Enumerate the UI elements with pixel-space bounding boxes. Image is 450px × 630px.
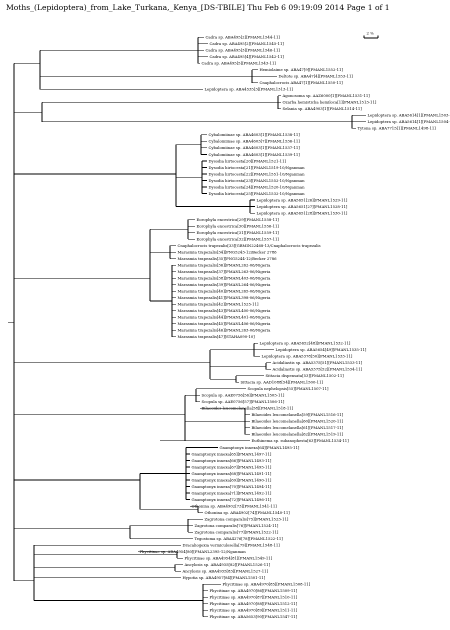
tip-label: Bilaeoides leucomelanella[59][PMANL1516-… [252, 412, 344, 417]
tip-label: Cadra sp. ABA495[2][PMANL1545-11] [210, 41, 285, 46]
tip-label: Gnamptonyx innexa[68][PMANL1491-11] [192, 471, 272, 476]
tip-label: Deltote sp. ABA47[4][PMANL1553-11] [279, 74, 354, 79]
tip-label: Dysodia hirtocesta[20][PMANL1521-11] [209, 158, 287, 163]
tip-label: Hypotia sp. ABA4957[84][PMANL1501-11] [183, 575, 266, 580]
tip-label: Acidaliastis sp. ABA5375[52][PMANL1534-1… [272, 367, 363, 372]
tip-label: Dysodia hirtocesta[25][PMANL1532-10/Ngan… [209, 191, 306, 196]
tip-label: Cadra sp. ABA495[3][PMANL1546-11] [206, 48, 281, 53]
page-header: Moths_(Lepidoptera)_from_Lake_Turkana,_K… [6, 3, 390, 12]
tip-label: Bilaeoides leucomelanella[58][PMANL1518-… [202, 406, 294, 411]
tip-label: Marasmia trapezalis[37][PMANL263-06/Nige… [178, 269, 272, 274]
tip-label: Tytona sp. ABA7715[1][PMANL1498-11] [358, 126, 437, 131]
tip-label: Gnamptonyx innexa[64][PMANL1495-11] [220, 445, 300, 450]
tip-label: Gnamptonyx innexa[69][PMANL1490-11] [192, 477, 272, 482]
tree-branches [8, 36, 366, 618]
tip-label: Eorophyla encestrica[29][PMANL1558-11] [197, 217, 280, 222]
tip-label: Lepidoptera sp. ABA5651[27][PMANL1528-11… [257, 204, 348, 209]
tip-label: Lepidoptera sp. ABA5654[49][PMANL1535-11… [276, 347, 367, 352]
tip-label: Zagrotona comparalis[76][PMANL1524-11] [195, 523, 279, 528]
tip-label: Phycitinae sp. ABA5653[90][PMANL1547-11] [210, 614, 298, 619]
tip-label: Phycitinae sp. ABA4970[89][PMANL1511-11] [210, 608, 298, 613]
tip-label: Eorophyla encestrica[31][PMANL1559-11] [197, 230, 280, 235]
tip-label: Marasmia trapezalis[47][STAHA090-10] [178, 334, 256, 339]
tip-label: Cybalomiinae sp. ABA4603[7][PMANL1536-11… [209, 139, 301, 144]
tip-label: Phycitinae sp. ABA4970[85][PMANL1508-11] [223, 581, 311, 586]
tip-label: Lepidoptera sp. ABA5378[50][PMANL1533-11… [262, 354, 353, 359]
tip-label: Euthinema sp. subanophesta[63][PMANL1534… [252, 438, 350, 443]
tip-label: Gnamptonyx innexa[67][PMANL1495-11] [192, 464, 272, 469]
scale-bar-label: 2 % [367, 31, 375, 36]
tip-label: Cadra sp. ABA495[5][PMANL1543-11] [202, 61, 277, 66]
tip-label: Zagrotona comparalis[75][PMANL1523-11] [205, 516, 289, 521]
tip-label: Scopula sp. AAE0756[57][PMANL1506-11] [202, 399, 285, 404]
tip-label: Marasmia trapezalis[43][PMANL400-06/Nige… [178, 308, 272, 313]
tip-label: Phycitinae sp. ABA4970[88][PMANL1512-11] [210, 601, 298, 606]
tip-label: Scopula nephelopsis[55][PMANL1507-11] [248, 386, 330, 391]
tip-label: Marasmia trapezalis[42][PMANL1525-11] [178, 302, 259, 307]
tip-label: Cybalomiinae sp. ABA4603[1][PMANL1539-11… [209, 152, 301, 157]
tip-label: Gnamptonyx innexa[65][PMANL1497-11] [192, 451, 272, 456]
tip-label: Phycitinae sp. ABA4954[81][PMANL1549-11] [185, 555, 273, 560]
tip-label: Agonosoma sp. AAZ6000[1][PMANL1531-11] [282, 93, 371, 98]
tip-label: Lepidoptera sp. ABA5651[28][PMANL1530-11… [257, 210, 348, 215]
tip-label: Phycitinae sp. ABA4970[87][PMANL1510-11] [210, 595, 298, 600]
tip-label: Cybalomiinae sp. ABA4603[1][PMANL1537-11… [209, 145, 301, 150]
tip-label: Eorophyla encestrica[32][PMANL1557-11] [197, 236, 280, 241]
scale-bar: 2 % [363, 31, 379, 39]
tip-label: Othonina sp. ABA4902[74][PMANL1540-11] [205, 510, 291, 515]
tip-label: Zagrotona comparalis[77][PMANL1522-11] [195, 529, 279, 534]
tip-label: Phycitinae sp. ABA4970[86][PMANL1509-11] [210, 588, 298, 593]
tip-label: Gnamptonyx innexa[66][PMANL1493-11] [192, 458, 272, 463]
tip-label: Phycitinae sp. ABA4954[80][PMANL2395-12/… [140, 549, 247, 554]
tip-label: Bilaeoides leucomelanella[62][PMANL1519-… [252, 432, 344, 437]
tip-label: Cadra sp. ABA495[2][PMANL1544-11] [206, 35, 281, 40]
tip-label: Gnamptonyx innexa[71][PMANL1492-11] [192, 490, 272, 495]
tip-label: Ozarba hemisticha hemiloca[1][PMANL1513-… [283, 100, 377, 105]
tip-label: Marasmia trapezalis[44][PMANL401-06/Nige… [178, 315, 272, 320]
tip-label: Sittacia sp. AAD1088[54][PMANL1500-11] [241, 380, 324, 385]
tip-label: Marasmia trapezalis[35][PNG5244-12/Becke… [178, 256, 278, 261]
tip-label: Lepidoptera sp. ABA5614[1][PMANL1503-11] [368, 113, 450, 118]
tip-label: Marasmia trapezalis[39][PMANL264-06/Nige… [178, 282, 272, 287]
tip-label: Lepidoptera sp. ABA5652[48][PMANL1532-11… [260, 341, 351, 346]
tip-label: Othonina sp. ABA4902[73][PMANL1541-11] [192, 503, 278, 508]
tip-label: Sittacia dispensata[53][PMANL1502-11] [266, 373, 345, 378]
tip-label: Selania sp. ABA4903[1][PMANL1514-11] [283, 106, 363, 111]
tip-label: Tegostoma sp. ABA4276[78][PMANL1522-11] [195, 536, 284, 541]
tip-label: Gnamptonyx innexa[72][PMANL1496-11] [192, 497, 272, 502]
tip-label: Eorophyla encestrica[30][PMANL1556-11] [197, 223, 280, 228]
tip-label: Cadra sp. ABA495[4][PMANL1542-11] [210, 54, 285, 59]
tip-label: Marasmia trapezalis[34][PNG5243-12/Becke… [178, 249, 278, 254]
tip-label: Bilaeoides leucomelanella[60][PMANL1520-… [252, 419, 344, 424]
tip-label: Marasmia trapezalis[40][PMANL265-06/Nige… [178, 288, 272, 293]
tip-label: Lepidoptera sp. ABA4535[3][PMANL1313-11] [205, 87, 294, 92]
tip-label: Lepidoptera sp. ABA5614[1][PMANL1504-11] [368, 119, 450, 124]
tip-label: Dracaliogexia vermiculosella[79][PMANL15… [183, 542, 281, 547]
tip-label: Lepidoptera sp. ABA5651[26][PMANL1529-11… [257, 197, 348, 202]
tip-label: Bilaeoides leucomelanella[61][PMANL1517-… [252, 425, 344, 430]
tip-label: Marasmia trapezalis[46][PMANL263-06/Nige… [178, 328, 272, 333]
tip-label: Ancylosis sp. ABA4935[83][PMANL1527-11] [182, 568, 269, 573]
tip-label: Ancylosis sp. ABA4935[82][PMANL1526-11] [184, 562, 271, 567]
tip-label: Gnamptonyx innexa[70][PMANL1494-11] [192, 484, 272, 489]
tip-label: Cnaphalocrocis ABA47[1][PMANL1550-11] [260, 80, 344, 85]
tip-label: Cybalomiinae sp. ABA4603[1][PMANL1538-11… [209, 132, 301, 137]
tip-label: Dysodia hirtocesta[21][PMANL1519-10/Ngan… [209, 165, 306, 170]
tip-label: Marasmia trapezalis[36][PMANL262-06/Nige… [178, 262, 272, 267]
tip-label: Hemiolaime sp. ABA47[9][PMANL1552-11] [260, 67, 344, 72]
tip-labels: Cadra sp. ABA495[2][PMANL1544-11]Cadra s… [140, 35, 450, 619]
tip-label: Marasmia trapezalis[41][PMANL398-06/Nige… [178, 295, 272, 300]
tip-label: Dysodia hirtocesta[23][PMANL1552-10/Ngan… [209, 178, 306, 183]
tip-label: Dysodia hirtocesta[22][PMANL1551-10/Ngan… [209, 171, 306, 176]
tip-label: Dysodia hirtocesta[24][PMANL1520-10/Ngan… [209, 184, 306, 189]
tip-label: Cnaphalocrocis trapezalis[33][GBMIN22468… [178, 243, 321, 248]
tip-label: Acidaliastis sp. ABA5375[51][PMANL1533-1… [272, 360, 363, 365]
tip-label: Scopula sp. AAE0756[56][PMANL1505-11] [202, 393, 285, 398]
tip-label: Marasmia trapezalis[38][PMANL403-06/Nige… [178, 275, 272, 280]
tip-label: Marasmia trapezalis[45][PMANL406-06/Nige… [178, 321, 272, 326]
